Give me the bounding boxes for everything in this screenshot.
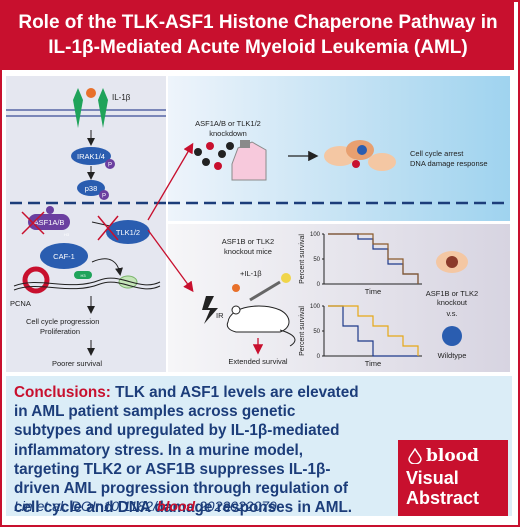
outcome-proliferation: Proliferation [40,327,80,336]
extended-survival-label: Extended survival [228,357,288,366]
receptor-left [73,88,83,128]
ligand-label: IL-1β [112,93,131,102]
title-line-1: Role of the TLK-ASF1 Histone Chaperone P… [18,12,498,33]
phospho-asf1-icon [46,206,54,214]
irak-label: IRAK1/4 [77,152,105,161]
wildtype-cell-icon [442,326,462,346]
knockout-nucleus-icon [446,256,458,268]
knockout-panel [168,224,510,372]
branch-arrow-knockout [147,229,194,293]
badge-line-2: Abstract [406,488,480,508]
y-tick-label: 100 [310,304,321,310]
tlk-label: TLK1/2 [116,228,140,237]
y-tick-label: 0 [317,282,321,288]
badge-line-1: Visual [406,468,459,488]
pcna-ring-icon [22,266,50,294]
title-line-2: IL-1β-Mediated Acute Myeloid Leukemia (A… [48,37,468,58]
knockdown-label-1: ASF1A/B or TLK1/2 [195,119,261,128]
title-banner: Role of the TLK-ASF1 Histone Chaperone P… [2,2,514,70]
nucleosome-icon [118,275,138,289]
shrna-particles-icon [194,142,234,170]
citation-journal: blood [156,498,196,514]
survival-curve [328,305,418,357]
mouse-ear-icon [231,305,241,315]
h3-label-b: H3 [80,273,86,278]
outcome-cell-cycle: Cell cycle progression [26,317,99,326]
conclusion-lead: Conclusions: [14,384,111,401]
dna-strand-a [13,277,161,287]
diagram-canvas: IL-1β IRAK1/4 P p38 P ASF1A/B H3 TLK1/2 … [6,88,510,368]
y-tick-label: 0 [317,354,321,360]
knockout-label-2: knockout mice [224,247,272,256]
x-axis-label: Time [365,359,381,368]
p38-node [77,180,105,196]
mouse-tail-icon [279,329,296,347]
legend-vs: v.s. [446,309,457,318]
dna-strand-b [13,281,161,291]
phospho-p38-label: P [102,194,106,200]
citation-suffix: .2023022079 [195,498,277,514]
y-tick-label: 50 [313,257,320,263]
h3-label-a: H3 [64,232,70,237]
knockout-label-1: ASF1B or TLK2 [222,237,274,246]
leukemia-cells-icon [324,140,396,171]
outcome-poorer-survival: Poorer survival [52,359,102,368]
knockout-cross-asf1-b [21,211,45,235]
citation[interactable]: Lin et al. DOI: 10.1182/blood.2023022079 [14,498,277,514]
legend-wildtype: Wildtype [438,351,467,360]
caf1-label: CAF-1 [53,252,75,261]
knockdown-label-2: knockdown [209,129,247,138]
phospho-irak-icon [105,159,115,169]
pcna-label: PCNA [10,299,31,308]
syringe-icon [249,273,291,302]
y-tick-label: 100 [310,232,321,238]
irak-node [71,147,111,165]
legend-knockout-1: ASF1B or TLK2 [426,289,478,298]
survival-curve [328,305,419,356]
conclusion-body: TLK and ASF1 levels are elevated in AML … [14,384,359,517]
y-tick-label: 50 [313,329,320,335]
curved-arrow-nucleosome [91,258,123,276]
mouse-icon [226,305,290,333]
radiation-bolt-icon [202,296,218,324]
knockdown-result-2: DNA damage response [410,159,488,168]
phospho-irak-label: P [108,163,112,169]
knockdown-result-1: Cell cycle arrest [410,149,464,158]
x-axis-label: Time [365,287,381,296]
y-axis-label: Percent survival [299,306,306,356]
culture-flask-icon [231,141,267,181]
il1b-treatment-label: +IL-1β [240,269,262,278]
knockout-cross-tlk-b [97,215,119,241]
p38-label: p38 [85,184,98,193]
conclusion-text: Conclusions: TLK and ASF1 levels are ele… [14,383,366,517]
il1b-dot-icon [232,284,240,292]
citation-prefix: Lin et al. DOI: 10.1182/ [14,498,157,514]
caf1-node [40,243,88,269]
flask-cap-icon [240,140,250,148]
il1b-ligand-icon [86,88,96,98]
ir-label: IR [216,311,224,320]
badge-brand: blood [426,446,479,466]
branch-arrow-knockdown [147,142,194,221]
blood-drop-icon [408,448,422,464]
phospho-p38-icon [99,190,109,200]
survival-curve [328,233,419,284]
conclusion-box: Conclusions: TLK and ASF1 levels are ele… [6,376,512,516]
asf1-label: ASF1A/B [34,218,65,227]
y-axis-label: Percent survival [299,234,306,284]
legend-knockout-2: knockout [437,298,468,307]
h3-histone-icon [74,271,92,279]
receptor-right [98,88,108,128]
tlk-asf1-link [91,221,111,227]
